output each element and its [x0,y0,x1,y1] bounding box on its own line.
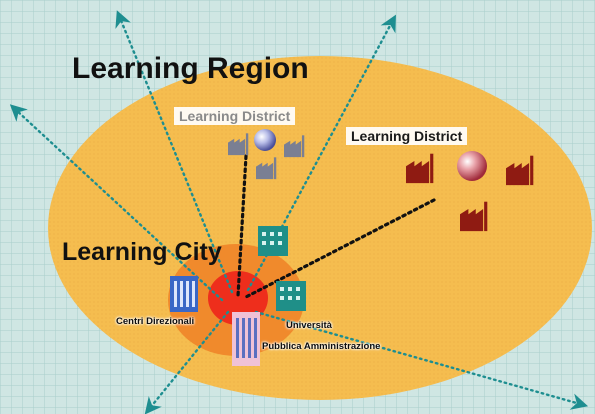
centri-direzionali-label: Centri Direzionali [116,316,195,327]
region-title: Learning Region [72,52,309,85]
link-district-b [242,198,436,300]
sphere-icon [254,129,276,151]
arrow-top-left [115,10,234,294]
arrow-bottom-right [254,310,589,410]
arrow-bottom-left [144,310,230,414]
pubblica-amministrazione-label: Pubblica Amministrazione [262,341,381,352]
district-label-a: Learning District [174,107,296,125]
universita-label: Università [286,320,332,331]
district-label-b: Learning District [346,127,468,145]
city-title: Learning City [62,238,222,266]
city-core [208,271,268,325]
arrow-left [9,104,224,302]
sphere-icon [457,151,487,181]
link-district-a [236,154,248,298]
